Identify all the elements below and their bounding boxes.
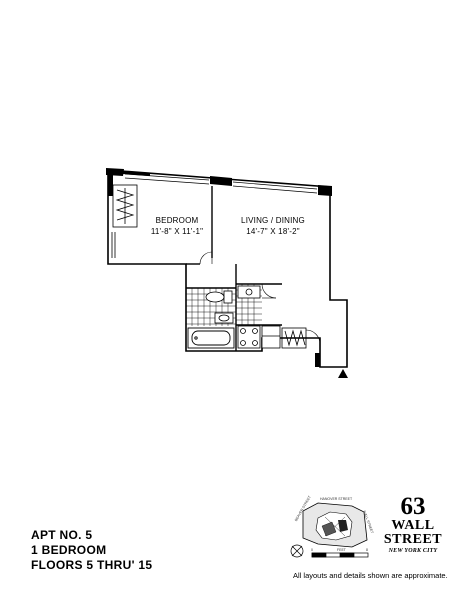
logo-number: 63 (400, 493, 426, 520)
door-swings (199, 251, 321, 345)
room-name: LIVING / DINING (241, 216, 305, 225)
disclaimer: All layouts and details shown are approx… (293, 571, 448, 580)
key-plan-street-top: HANOVER STREET (320, 497, 353, 501)
entry-closet (281, 327, 307, 349)
scale-unit-label: FEET (337, 548, 346, 552)
north-compass-icon (290, 544, 304, 558)
room-dimensions: 14'-7" X 18'-2" (246, 227, 300, 236)
room-label-living-dining: LIVING / DINING 14'-7" X 18'-2" (228, 215, 318, 237)
entry-arrow (338, 369, 348, 378)
logo-city: NEW YORK CITY (388, 548, 438, 554)
scale-end-label: 8 (366, 548, 368, 552)
kitchen-counter (237, 285, 281, 349)
bath-sink (214, 312, 234, 324)
room-name: BEDROOM (155, 216, 199, 225)
bedroom-count: 1 BEDROOM (31, 543, 107, 557)
windows (124, 173, 318, 194)
thick-wall-segments (106, 168, 332, 367)
building-logo: 63 WALL STREET NEW YORK CITY (380, 493, 446, 555)
apartment-number: APT NO. 5 (31, 528, 93, 542)
floor-range: FLOORS 5 THRU' 15 (31, 558, 153, 572)
bathtub (187, 327, 235, 349)
logo-line-2: STREET (383, 532, 443, 547)
bedroom-closet (112, 184, 138, 228)
apartment-info: APT NO. 5 1 BEDROOM FLOORS 5 THRU' 15 (31, 528, 152, 573)
logo-line-1: WALL (391, 518, 435, 533)
toilet (205, 290, 233, 304)
room-label-bedroom: BEDROOM 11'-8" X 11'-1" (142, 215, 212, 237)
bedroom-side-window (111, 232, 116, 258)
key-plan (302, 502, 368, 548)
scale-start-label: 0 (311, 548, 313, 552)
room-dimensions: 11'-8" X 11'-1" (150, 227, 204, 236)
interior-walls (186, 186, 282, 351)
scale-bar (311, 552, 369, 558)
